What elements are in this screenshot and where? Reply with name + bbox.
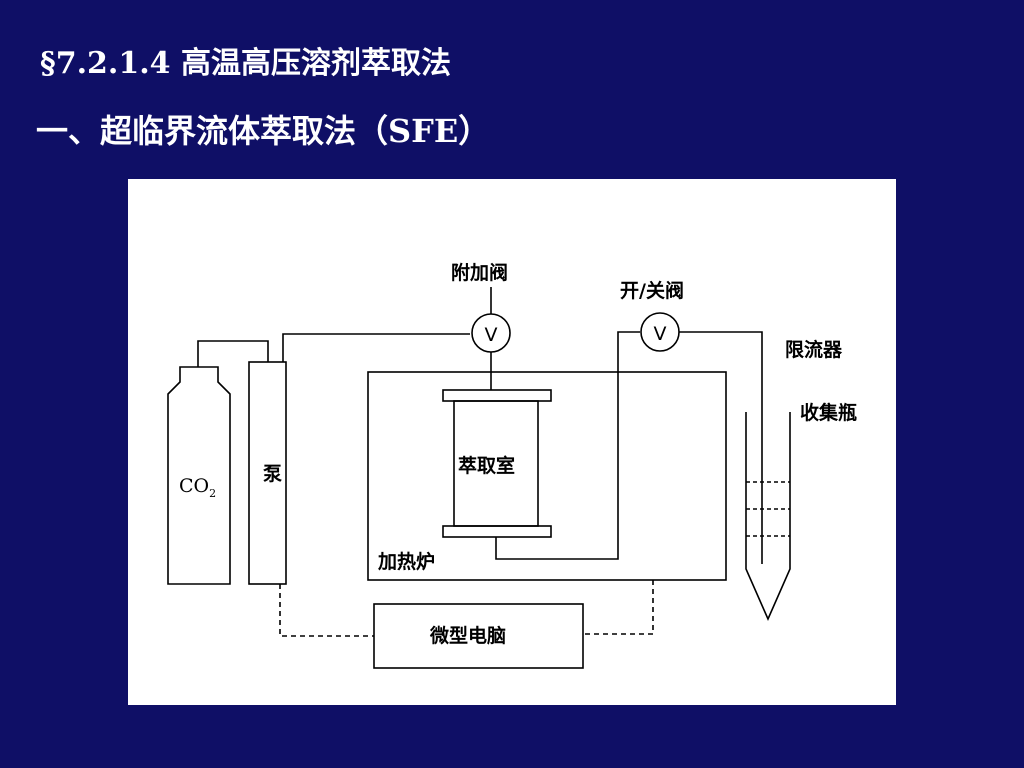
restrictor-line — [679, 331, 763, 564]
restrictor-label: 限流器 — [785, 338, 843, 361]
sfe-schematic-svg: V V 附加阀 开/关阀 限流器 收集瓶 萃取室 泵 加热炉 微型电脑 CO2 — [167, 261, 857, 669]
pump-box — [248, 361, 287, 585]
section-title: §7.2.1.4 高温高压溶剂萃取法 — [40, 46, 451, 81]
co2-label: CO2 — [179, 475, 216, 500]
collected-liquid-levels — [746, 481, 790, 537]
extraction-chamber-label: 萃取室 — [458, 454, 515, 477]
pipe-co2-to-pump — [197, 340, 269, 367]
co2-cylinder — [167, 366, 231, 585]
co2-subscript: 2 — [209, 487, 216, 500]
extra-valve-symbol: V — [485, 324, 498, 346]
control-line-pump — [279, 584, 374, 637]
heating-oven-label: 加热炉 — [377, 550, 435, 573]
onoff-valve-label: 开/关阀 — [620, 279, 684, 302]
subsection-title: 一、超临界流体萃取法（SFE） — [36, 112, 491, 150]
collection-bottle — [745, 412, 791, 621]
pipe-pump-to-valve — [282, 333, 470, 362]
onoff-valve-symbol: V — [654, 323, 667, 345]
collection-bottle-label: 收集瓶 — [800, 401, 857, 424]
chamber-bottom-flange — [442, 525, 552, 538]
microcomputer-label: 微型电脑 — [429, 624, 506, 647]
co2-main-text: CO — [179, 475, 209, 497]
sfe-schematic-figure: V V 附加阀 开/关阀 限流器 收集瓶 萃取室 泵 加热炉 微型电脑 CO2 — [128, 179, 896, 705]
chamber-top-flange — [442, 389, 552, 402]
pump-label: 泵 — [263, 463, 282, 485]
heating-oven-box — [367, 371, 727, 581]
extra-valve-label: 附加阀 — [451, 261, 508, 284]
pipe-chamber-to-onoff-valve — [495, 331, 640, 560]
control-line-oven — [583, 580, 654, 635]
